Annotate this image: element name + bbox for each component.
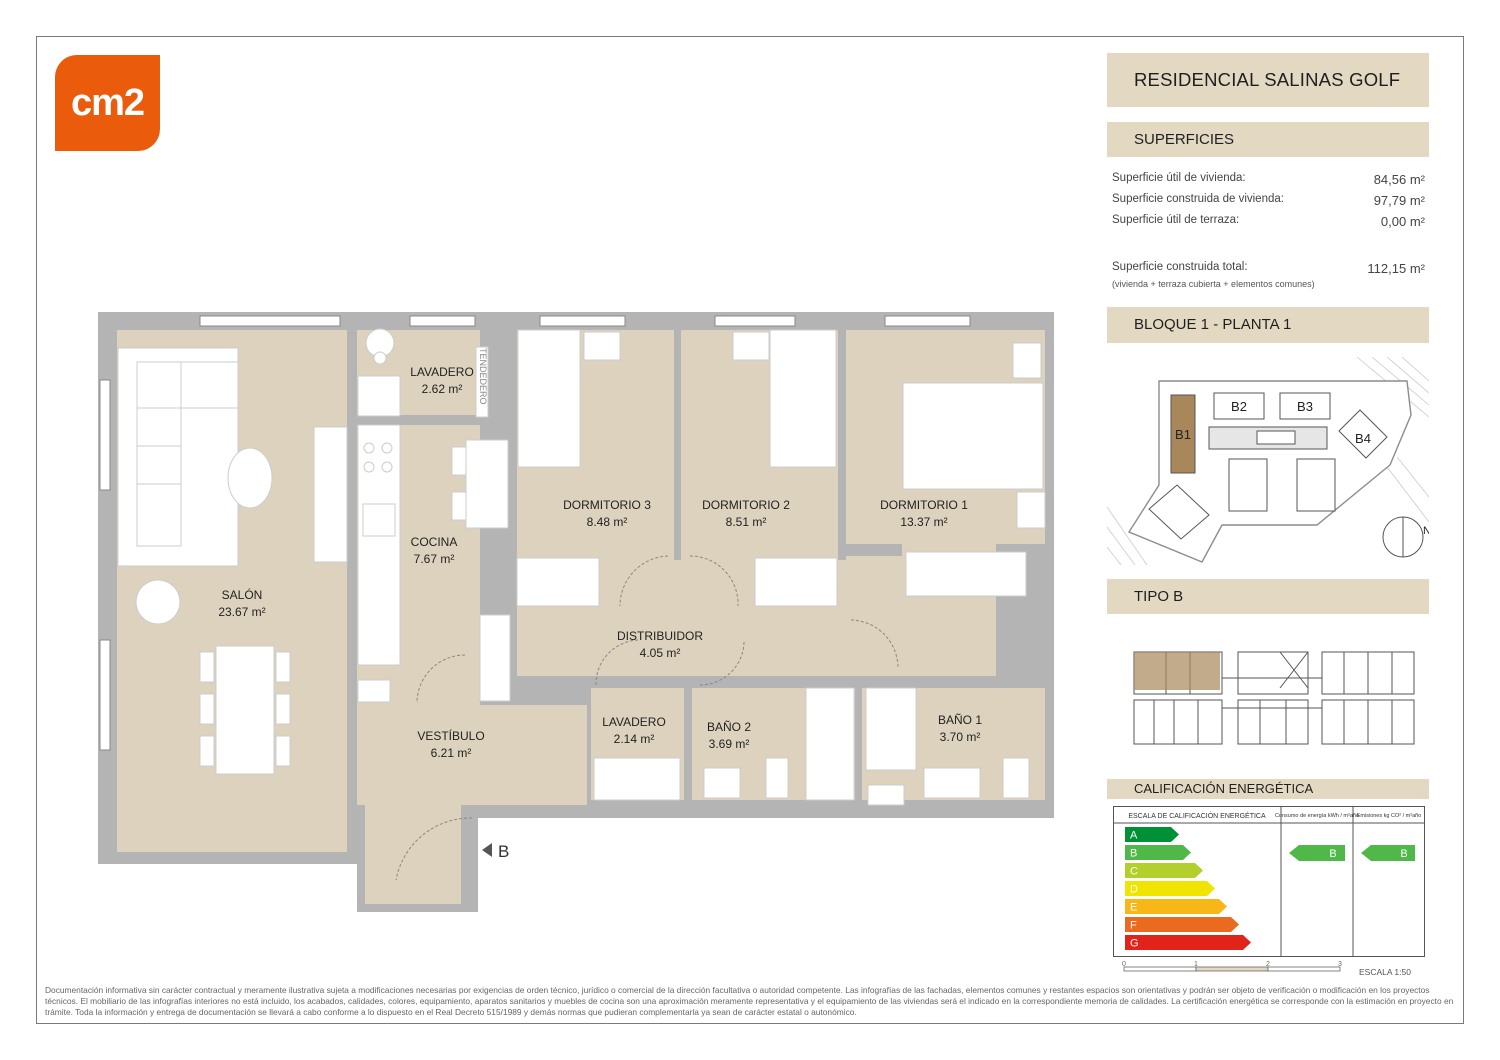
energy-grade-bar bbox=[1125, 935, 1251, 950]
energy-grade-bar bbox=[1125, 827, 1179, 842]
energy-grade-label: E bbox=[1130, 902, 1137, 914]
emisiones-rating: B bbox=[1400, 848, 1407, 860]
energy-scale-header: ESCALA DE CALIFICACIÓN ENERGÉTICA bbox=[1128, 811, 1266, 820]
tendedero-label: TENDEDERO bbox=[478, 348, 488, 405]
room-area: 3.70 m² bbox=[940, 730, 981, 744]
building bbox=[1296, 458, 1336, 512]
energy-grade-label: A bbox=[1130, 830, 1138, 842]
key-plan bbox=[1133, 651, 1415, 745]
legal-disclaimer: Documentación informativa sin carácter c… bbox=[45, 985, 1454, 1017]
scale-tick: 1 bbox=[1194, 961, 1198, 968]
energy-grade-bar bbox=[1125, 863, 1203, 878]
superficie-label: Superficie construida total: bbox=[1112, 261, 1248, 273]
room-area: 2.14 m² bbox=[614, 732, 655, 746]
energy-grade-label: D bbox=[1130, 884, 1138, 896]
highlighted-unit bbox=[1134, 652, 1220, 690]
energy-consumo-header: Consumo de energía kWh / m²año bbox=[1275, 813, 1359, 819]
scale-tick: 2 bbox=[1266, 961, 1270, 968]
block-label: B2 bbox=[1231, 399, 1247, 414]
pool bbox=[1256, 430, 1296, 445]
block-b3 bbox=[1279, 392, 1331, 420]
entry-floor bbox=[365, 800, 461, 904]
energy-grade-label: F bbox=[1130, 920, 1137, 932]
section-arrow bbox=[482, 843, 492, 857]
energy-grade-bar bbox=[1125, 917, 1239, 932]
block-b2 bbox=[1213, 392, 1265, 420]
energy-grade-label: G bbox=[1130, 938, 1139, 950]
room-area: 8.51 m² bbox=[726, 515, 767, 529]
room-name: DORMITORIO 2 bbox=[702, 498, 790, 512]
scale-label: ESCALA 1:50 bbox=[1359, 967, 1411, 977]
superficie-value: 97,79 m² bbox=[1373, 193, 1425, 208]
room-name: VESTÍBULO bbox=[417, 728, 484, 743]
block-b4 bbox=[1338, 409, 1388, 459]
superficie-value: 84,56 m² bbox=[1373, 172, 1425, 187]
building bbox=[1228, 458, 1268, 512]
room-area: 23.67 m² bbox=[218, 605, 265, 619]
room-area: 8.48 m² bbox=[587, 515, 628, 529]
room-area: 13.37 m² bbox=[900, 515, 947, 529]
block-label: B3 bbox=[1297, 399, 1313, 414]
site-plan: B1 B2 B3 B4 N bbox=[1107, 357, 1429, 565]
room-name: BAÑO 2 bbox=[707, 720, 751, 734]
floor-plan: B TENDEDERO LAVADERO 2.62 m² COCINA 7.67… bbox=[98, 312, 1054, 912]
energy-grade-bar bbox=[1125, 881, 1215, 896]
bloque-heading: BLOQUE 1 - PLANTA 1 bbox=[1107, 307, 1429, 343]
room-name: LAVADERO bbox=[410, 365, 474, 379]
energy-grade-label: C bbox=[1130, 866, 1138, 878]
energy-grade-bar bbox=[1125, 845, 1191, 860]
scale-tick: 0 bbox=[1122, 961, 1126, 968]
scale-tick: 3 bbox=[1338, 961, 1342, 968]
building bbox=[1148, 484, 1210, 540]
room-name: DORMITORIO 1 bbox=[880, 498, 968, 512]
energy-label: ESCALA DE CALIFICACIÓN ENERGÉTICA Consum… bbox=[1113, 806, 1425, 957]
superficie-value: 112,15 m² bbox=[1367, 261, 1425, 276]
project-title: RESIDENCIAL SALINAS GOLF bbox=[1107, 53, 1429, 107]
page-frame bbox=[36, 36, 1464, 1024]
block-label: B4 bbox=[1355, 431, 1371, 446]
room-name: DISTRIBUIDOR bbox=[617, 629, 703, 643]
superficie-label: Superficie construida de vivienda: bbox=[1112, 193, 1284, 205]
calificacion-heading: CALIFICACIÓN ENERGÉTICA bbox=[1107, 779, 1429, 799]
room-name: BAÑO 1 bbox=[938, 713, 982, 727]
superficies-heading: SUPERFICIES bbox=[1107, 122, 1429, 157]
room-area: 2.62 m² bbox=[422, 382, 463, 396]
room-name: COCINA bbox=[411, 535, 458, 549]
company-logo: cm2 bbox=[55, 55, 160, 151]
energy-grade-label: B bbox=[1130, 848, 1137, 860]
scale-bar: 0 1 2 3 ESCALA 1:50 bbox=[1122, 961, 1411, 977]
room-area: 6.21 m² bbox=[431, 746, 472, 760]
vestibulo-floor bbox=[357, 705, 587, 805]
room-name: LAVADERO bbox=[602, 715, 666, 729]
room-name: DORMITORIO 3 bbox=[563, 498, 651, 512]
superficie-value: 0,00 m² bbox=[1380, 214, 1425, 229]
consumo-rating: B bbox=[1329, 848, 1336, 860]
energy-grade-bar bbox=[1125, 899, 1227, 914]
consumo-rating-arrow bbox=[1289, 845, 1345, 861]
superficie-label: Superficie útil de vivienda: bbox=[1112, 172, 1246, 184]
emisiones-rating-arrow bbox=[1361, 845, 1415, 861]
block-label: B1 bbox=[1175, 427, 1191, 442]
tipo-heading: TIPO B bbox=[1107, 579, 1429, 614]
north-label: N bbox=[1423, 525, 1429, 537]
room-area: 3.69 m² bbox=[709, 737, 750, 751]
room-area: 4.05 m² bbox=[640, 646, 681, 660]
energy-emisiones-header: Emisiones kg CO² / m²año bbox=[1357, 813, 1422, 819]
section-marker: B bbox=[498, 842, 509, 861]
block-b1 bbox=[1170, 394, 1196, 474]
superficie-note: (vivienda + terraza cubierta + elementos… bbox=[1112, 279, 1315, 289]
room-name: SALÓN bbox=[222, 587, 263, 602]
room-area: 7.67 m² bbox=[414, 552, 455, 566]
superficie-label: Superficie útil de terraza: bbox=[1112, 214, 1240, 226]
